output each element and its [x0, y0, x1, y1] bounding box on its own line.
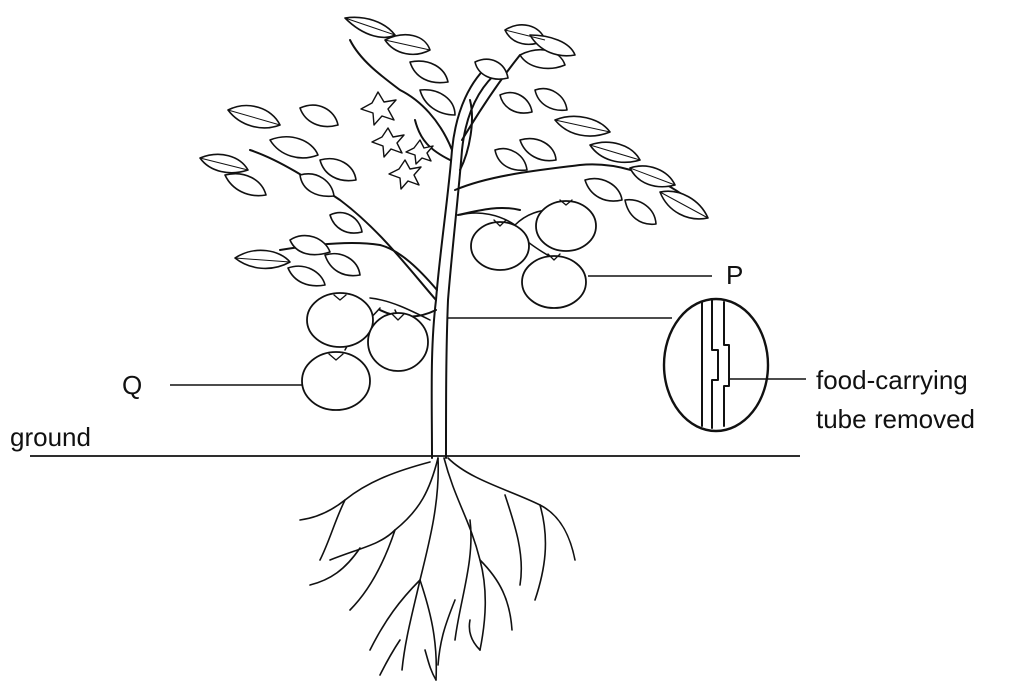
label-ground: ground: [10, 422, 91, 452]
stem-section-inset: [664, 299, 768, 431]
label-p: P: [726, 260, 743, 290]
fruit-cluster-q: [302, 293, 430, 410]
fruit-cluster-p: [460, 200, 596, 308]
root-system: [300, 458, 575, 680]
foliage: [200, 17, 708, 285]
label-q: Q: [122, 370, 142, 400]
inset-label-line1: food-carrying: [816, 365, 968, 395]
inset-label-line2: tube removed: [816, 404, 975, 434]
